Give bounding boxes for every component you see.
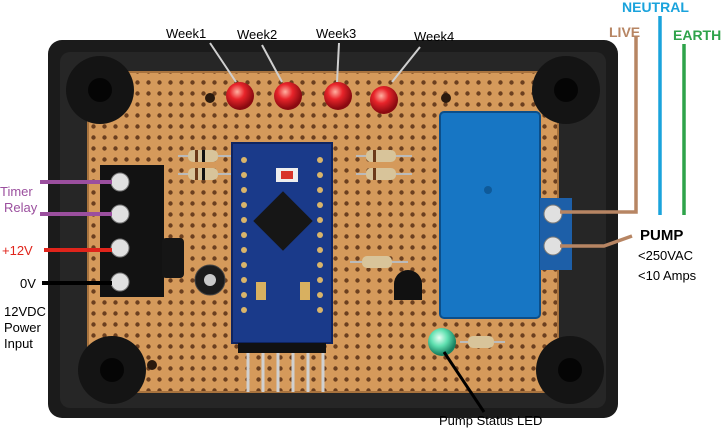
mains-wires bbox=[560, 16, 686, 248]
week4-label: Week4 bbox=[414, 29, 455, 44]
plus12v-label: +12V bbox=[2, 243, 33, 258]
resistors bbox=[178, 150, 505, 348]
output-screw-terminal bbox=[540, 198, 572, 270]
input-screw-terminal bbox=[100, 165, 164, 297]
week1-label: Week1 bbox=[166, 26, 207, 41]
power-input-line3: Input bbox=[4, 336, 33, 351]
regulator bbox=[162, 238, 184, 278]
transistor bbox=[394, 270, 422, 300]
earth-label: EARTH bbox=[673, 27, 722, 43]
relay-label: Relay bbox=[4, 200, 38, 215]
neutral-label: NEUTRAL bbox=[622, 0, 689, 15]
week-leds bbox=[226, 82, 398, 114]
power-input-line2: Power bbox=[4, 320, 41, 335]
power-input-line1: 12VDC bbox=[4, 304, 46, 319]
arduino-pro-mini bbox=[231, 142, 333, 344]
week3-led bbox=[324, 82, 352, 110]
week3-label: Week3 bbox=[316, 26, 357, 41]
week4-led bbox=[370, 86, 398, 114]
led-leads bbox=[209, 42, 421, 83]
timer-label: Timer bbox=[0, 184, 33, 199]
pump-voltage-label: <250VAC bbox=[638, 248, 694, 263]
pump-label: PUMP bbox=[640, 227, 684, 244]
zero-v-label: 0V bbox=[20, 276, 36, 291]
pump-status-led bbox=[428, 328, 456, 356]
pump-status-led-label: Pump Status LED bbox=[439, 413, 543, 428]
week1-led bbox=[226, 82, 254, 110]
status-led-pointer bbox=[442, 351, 486, 413]
pump-relay bbox=[439, 111, 541, 319]
header-pins bbox=[238, 343, 326, 392]
electrolytic-capacitor bbox=[194, 264, 226, 296]
input-wires bbox=[40, 180, 112, 285]
live-label: LIVE bbox=[609, 24, 641, 40]
week2-label: Week2 bbox=[237, 27, 278, 42]
mounting-posts bbox=[66, 56, 604, 404]
pump-current-label: <10 Amps bbox=[638, 268, 697, 283]
week2-led bbox=[274, 82, 302, 110]
